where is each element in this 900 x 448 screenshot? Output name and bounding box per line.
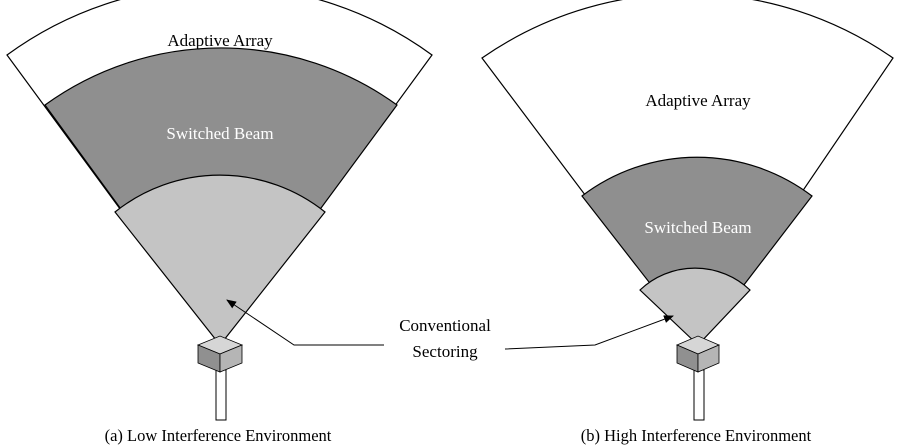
panel-b-switched-beam-label: Switched Beam	[644, 218, 751, 237]
panel-b-conventional-sectoring-region	[639, 267, 751, 346]
callout-arrow-right	[504, 315, 674, 350]
panel-a-caption: (a) Low Interference Environment	[105, 426, 332, 445]
panel-b-caption: (b) High Interference Environment	[581, 426, 812, 445]
callout-label-line2: Sectoring	[412, 342, 478, 361]
panel-b-switched-beam-region	[581, 156, 813, 346]
panel-b: Adaptive Array Switched Beam (b) High In…	[481, 0, 894, 445]
panel-a: Adaptive Array Switched Beam (a) Low Int…	[6, 0, 433, 445]
panel-a-adaptive-array-label: Adaptive Array	[167, 31, 273, 50]
panel-b-antenna-icon	[675, 335, 721, 421]
conventional-sectoring-callout: Conventional Sectoring	[226, 299, 674, 361]
callout-label-line1: Conventional	[399, 316, 491, 335]
callout-arrow-left	[226, 299, 384, 346]
panel-a-antenna-icon	[196, 335, 244, 421]
panel-a-conventional-sectoring-region	[114, 174, 326, 346]
panel-a-switched-beam-label: Switched Beam	[166, 124, 273, 143]
panel-b-adaptive-array-label: Adaptive Array	[645, 91, 751, 110]
